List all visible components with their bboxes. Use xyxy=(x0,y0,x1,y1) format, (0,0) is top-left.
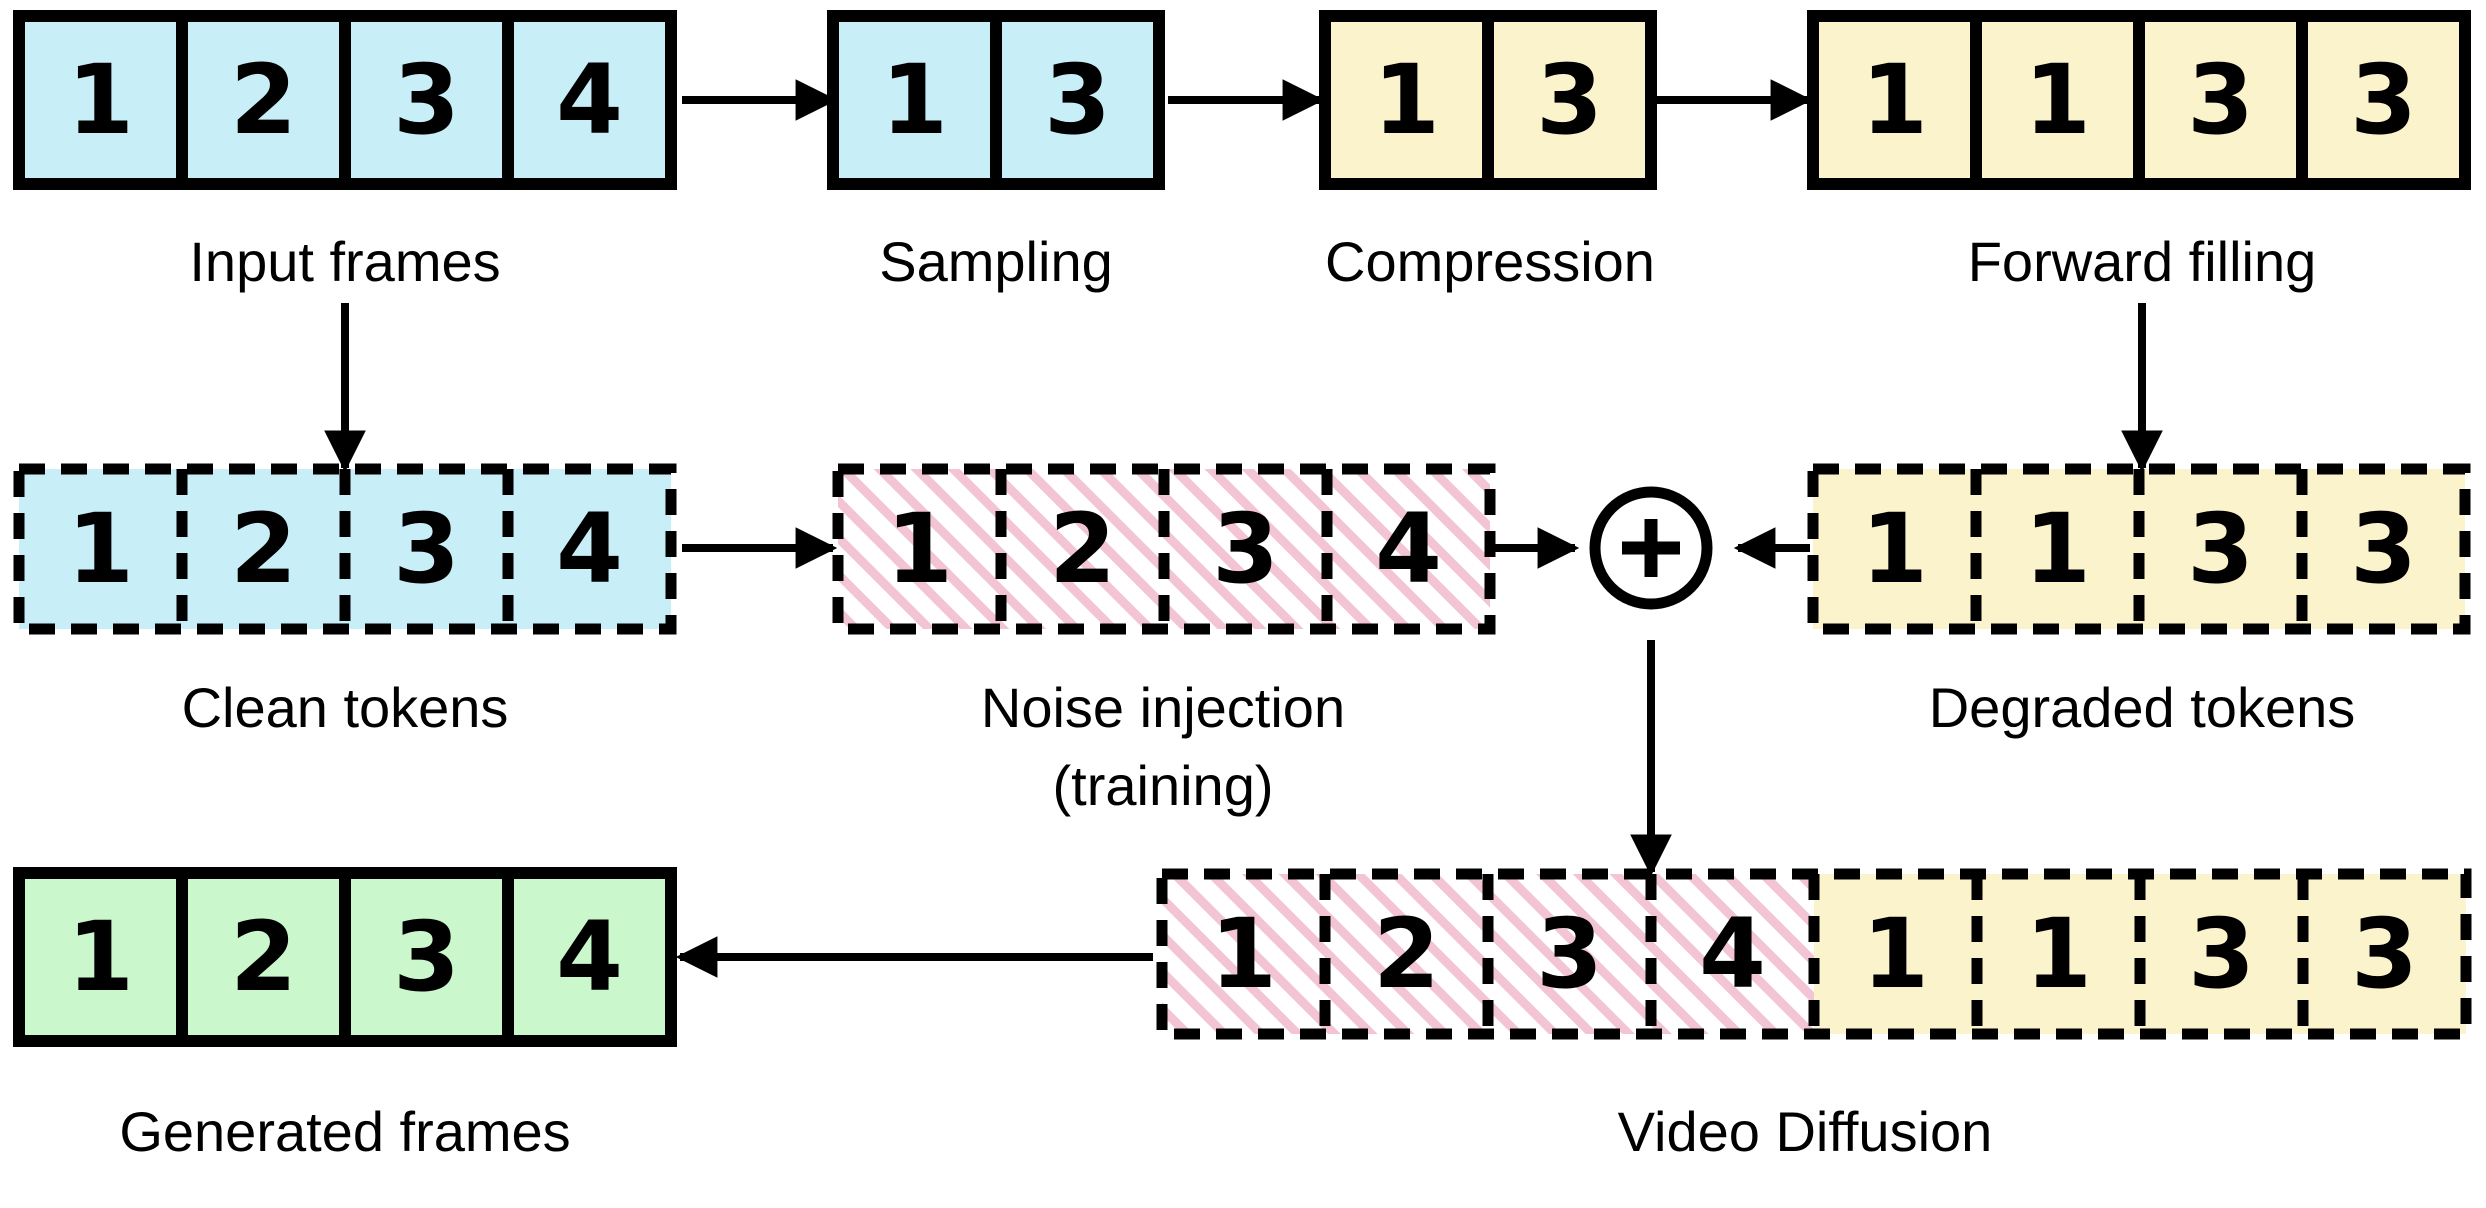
generated-frames-cell-1 xyxy=(19,873,182,1041)
clean-tokens-label: Clean tokens xyxy=(182,676,509,739)
degraded-tokens-cell-2 xyxy=(1976,469,2139,629)
input-frames-cell-2 xyxy=(182,16,345,184)
video-diffusion-number-4: 4 xyxy=(1699,898,1766,1010)
clean-tokens-number-1: 1 xyxy=(67,493,134,605)
input-frames-number-2: 2 xyxy=(230,44,297,156)
video-diffusion-cell-2 xyxy=(1325,874,1488,1034)
input-frames-cell-3 xyxy=(345,16,508,184)
degraded-tokens-number-2: 1 xyxy=(2024,493,2091,605)
noise-injection-outline xyxy=(832,463,1496,635)
generated-frames-cell-4 xyxy=(508,873,671,1041)
noise-injection-number-1: 1 xyxy=(886,493,953,605)
noise-injection-number-4: 4 xyxy=(1375,493,1442,605)
forward-filling-number-4: 3 xyxy=(2350,44,2417,156)
input-frames-number-4: 4 xyxy=(556,44,623,156)
degraded-tokens-number-4: 3 xyxy=(2350,493,2417,605)
video-diffusion-number-6: 1 xyxy=(2025,898,2092,1010)
clean-tokens-cell-4 xyxy=(508,469,671,629)
arrows xyxy=(324,79,2163,978)
forward-filling-cell-1 xyxy=(1813,16,1976,184)
clean-tokens-cell-1 xyxy=(19,469,182,629)
degraded-tokens-outline xyxy=(1807,463,2471,635)
noise-injection-label: Noise injection xyxy=(981,676,1345,739)
generated-frames-label: Generated frames xyxy=(119,1100,570,1163)
forward-filling-number-2: 1 xyxy=(2024,44,2091,156)
generated-frames-number-2: 2 xyxy=(230,901,297,1013)
forward-filling-number-1: 1 xyxy=(1861,44,1928,156)
video-diffusion-cell-7 xyxy=(2140,874,2303,1034)
forward-filling-cell-4 xyxy=(2302,16,2465,184)
video-diffusion-number-1: 1 xyxy=(1210,898,1277,1010)
generated-frames-cell-2 xyxy=(182,873,345,1041)
noise-injection-cell-2 xyxy=(1001,469,1164,629)
compression-cell-1 xyxy=(1325,16,1488,184)
input-frames-number-3: 3 xyxy=(393,44,460,156)
sampling-label: Sampling xyxy=(879,230,1112,293)
degraded-tokens-label: Degraded tokens xyxy=(1929,676,2356,739)
forward-filling-label: Forward filling xyxy=(1968,230,2317,293)
sampling-number-2: 3 xyxy=(1044,44,1111,156)
clean-tokens-cell-3 xyxy=(345,469,508,629)
degraded-tokens-cell-1 xyxy=(1813,469,1976,629)
compression-cell-2 xyxy=(1488,16,1651,184)
video-diffusion-label: Video Diffusion xyxy=(1618,1100,1993,1163)
sampling-cell-1 xyxy=(833,16,996,184)
clean-tokens-number-3: 3 xyxy=(393,493,460,605)
input-frames-label: Input frames xyxy=(189,230,500,293)
clean-tokens-number-2: 2 xyxy=(230,493,297,605)
video-diffusion-cell-3 xyxy=(1488,874,1651,1034)
video-diffusion-cell-5 xyxy=(1814,874,1977,1034)
generated-frames-number-1: 1 xyxy=(67,901,134,1013)
forward-filling-number-3: 3 xyxy=(2187,44,2254,156)
noise-injection-number-3: 3 xyxy=(1212,493,1279,605)
video-diffusion-cell-8 xyxy=(2303,874,2466,1034)
noise-injection-cell-4 xyxy=(1327,469,1490,629)
video-diffusion-cell-6 xyxy=(1977,874,2140,1034)
compression-number-2: 3 xyxy=(1536,44,1603,156)
degraded-tokens-number-3: 3 xyxy=(2187,493,2254,605)
input-frames-cell-4 xyxy=(508,16,671,184)
video-diffusion-number-5: 1 xyxy=(1862,898,1929,1010)
video-diffusion-cell-1 xyxy=(1162,874,1325,1034)
forward-filling-cell-3 xyxy=(2139,16,2302,184)
noise-injection-sublabel: (training) xyxy=(1053,754,1274,817)
compression-number-1: 1 xyxy=(1373,44,1440,156)
degraded-tokens-cell-4 xyxy=(2302,469,2465,629)
video-diffusion-number-8: 3 xyxy=(2351,898,2418,1010)
forward-filling-cell-2 xyxy=(1976,16,2139,184)
input-frames-cell-1 xyxy=(19,16,182,184)
noise-injection-number-2: 2 xyxy=(1049,493,1116,605)
degraded-tokens-number-1: 1 xyxy=(1861,493,1928,605)
clean-tokens-outline xyxy=(13,463,677,635)
generated-frames-number-4: 4 xyxy=(556,901,623,1013)
video-diffusion-number-7: 3 xyxy=(2188,898,2255,1010)
generated-frames-cell-3 xyxy=(345,873,508,1041)
sampling-number-1: 1 xyxy=(881,44,948,156)
video-diffusion-cell-4 xyxy=(1651,874,1814,1034)
clean-tokens-cell-2 xyxy=(182,469,345,629)
sampling-cell-2 xyxy=(996,16,1159,184)
generated-frames-number-3: 3 xyxy=(393,901,460,1013)
video-diffusion-number-3: 3 xyxy=(1536,898,1603,1010)
video-diffusion-number-2: 2 xyxy=(1373,898,1440,1010)
degraded-tokens-cell-3 xyxy=(2139,469,2302,629)
input-frames-number-1: 1 xyxy=(67,44,134,156)
compression-label: Compression xyxy=(1325,230,1655,293)
circle-plus-icon xyxy=(1589,486,1713,610)
noise-injection-cell-1 xyxy=(838,469,1001,629)
noise-injection-cell-3 xyxy=(1164,469,1327,629)
clean-tokens-number-4: 4 xyxy=(556,493,623,605)
